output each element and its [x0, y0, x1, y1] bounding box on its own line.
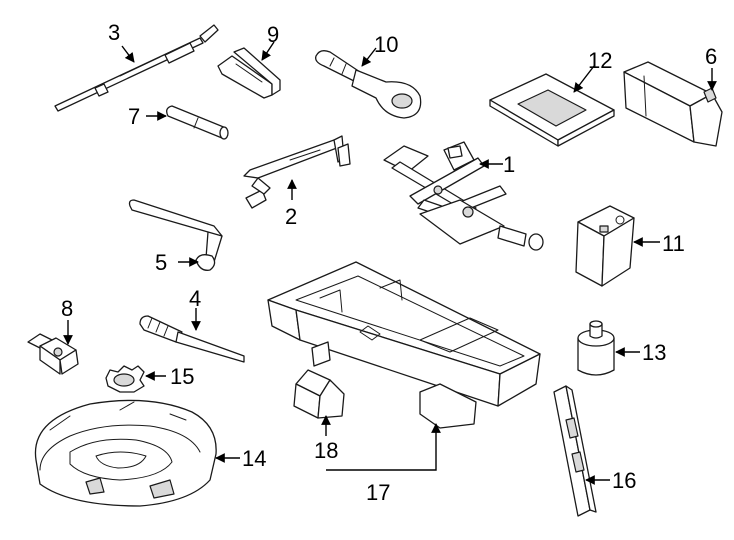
- locking-nut: [105, 365, 145, 393]
- callout-11: 11: [662, 231, 685, 256]
- wedge-block: [293, 369, 345, 419]
- callout-14: 14: [242, 446, 266, 471]
- callout-2: 2: [285, 204, 297, 229]
- floor-pad: [489, 73, 615, 147]
- compressor-unit: [575, 205, 635, 287]
- callout-4: 4: [189, 286, 201, 311]
- callout-10: 10: [374, 32, 398, 57]
- callout-8: 8: [61, 296, 73, 321]
- spare-wheel-tray: [34, 399, 217, 507]
- callout-9: 9: [267, 22, 279, 47]
- callout-13: 13: [642, 340, 666, 365]
- storage-box: [623, 61, 723, 147]
- connector-block: [27, 333, 79, 375]
- callout-1: 1: [503, 152, 515, 177]
- tow-hook: [315, 50, 422, 119]
- callout-17: 17: [366, 480, 390, 505]
- callout-12: 12: [588, 48, 612, 73]
- strap-bracket: [553, 385, 597, 517]
- screwdriver: [139, 315, 245, 363]
- jack-handle-rod: [54, 24, 219, 112]
- callout-3: 3: [108, 20, 120, 45]
- bracket-clip: [217, 47, 281, 99]
- callout-labels: 1 2 3 4 5 6 7 8 9 10 11 12 13 14 15 16 1…: [61, 20, 717, 505]
- callout-16: 16: [612, 468, 636, 493]
- l-wrench: [128, 199, 223, 271]
- scissor-jack: [383, 141, 544, 251]
- callout-15: 15: [170, 364, 194, 389]
- storage-tray: [267, 261, 541, 429]
- callout-6: 6: [705, 44, 717, 69]
- callout-5: 5: [155, 250, 167, 275]
- leader-lines: [63, 41, 717, 485]
- cylinder-canister: [577, 320, 615, 376]
- callout-7: 7: [128, 104, 140, 129]
- lug-wrench: [243, 135, 351, 209]
- pin: [166, 105, 229, 140]
- callout-18: 18: [314, 438, 338, 463]
